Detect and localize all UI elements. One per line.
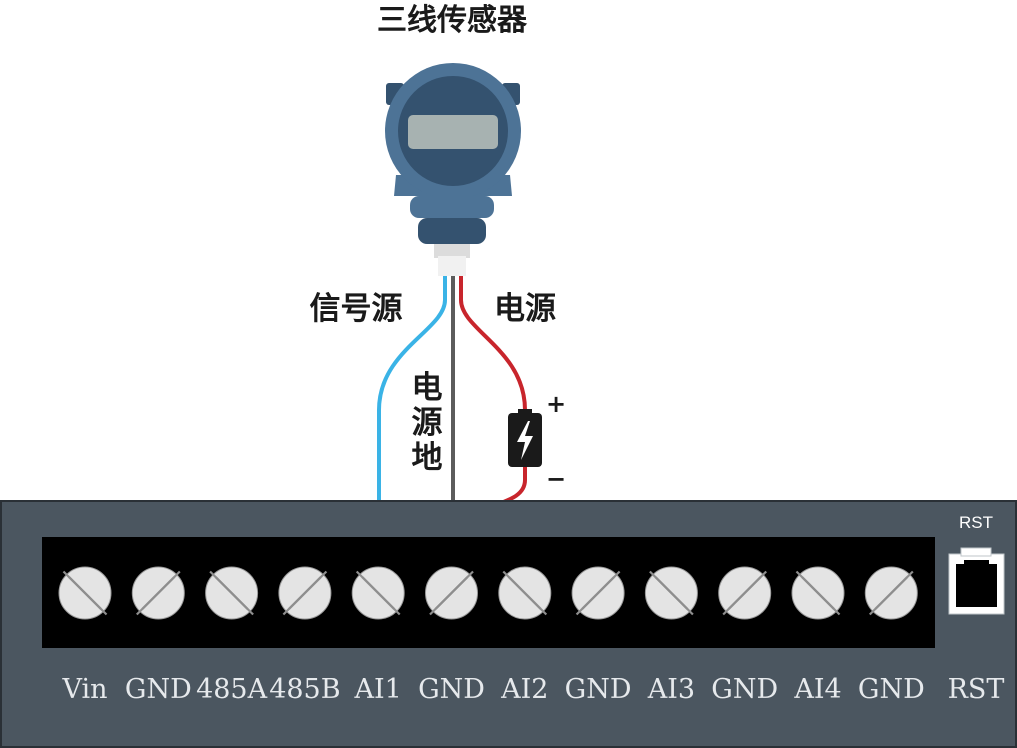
terminal-screw[interactable] xyxy=(864,566,918,620)
rst-button-label: RST xyxy=(959,513,993,532)
terminal-label: RST xyxy=(948,674,1005,705)
diagram-title: 三线传感器 xyxy=(377,3,528,38)
terminal-label: 485A xyxy=(196,674,268,705)
terminal-label: AI2 xyxy=(500,674,548,705)
terminal-screw[interactable] xyxy=(791,566,845,620)
terminal-label: AI3 xyxy=(647,674,695,705)
terminal-screw[interactable] xyxy=(425,566,478,620)
ground-wire-label-2: 源 xyxy=(412,405,443,441)
terminal-screw[interactable] xyxy=(718,566,772,620)
signal-wire-label: 信号源 xyxy=(310,291,403,327)
rst-button[interactable] xyxy=(948,547,1005,615)
ground-wire-label-1: 电 xyxy=(412,370,443,406)
battery-icon xyxy=(508,409,542,467)
terminal-screw[interactable] xyxy=(571,566,625,620)
terminal-screw[interactable] xyxy=(131,566,185,620)
signal-wire xyxy=(377,276,447,537)
battery-plus-label: + xyxy=(546,390,566,418)
terminal-screw[interactable] xyxy=(278,566,332,620)
terminal-label: GND xyxy=(125,674,192,705)
terminal-screws xyxy=(58,566,918,620)
terminal-strip xyxy=(42,537,935,648)
terminal-label: GND xyxy=(565,674,632,705)
terminal-screw[interactable] xyxy=(351,566,405,620)
terminal-screw[interactable] xyxy=(58,566,112,620)
terminal-label: AI4 xyxy=(793,674,841,705)
terminal-screw[interactable] xyxy=(498,566,552,620)
terminal-label: GND xyxy=(858,674,925,705)
sensor-icon xyxy=(385,63,521,276)
terminal-label: GND xyxy=(418,674,485,705)
terminal-screw[interactable] xyxy=(205,566,259,620)
terminal-screw[interactable] xyxy=(644,566,698,620)
terminal-label: Vin xyxy=(61,674,107,705)
terminal-label: GND xyxy=(711,674,778,705)
power-wire-label: 电源 xyxy=(494,291,556,327)
terminal-label: AI1 xyxy=(354,674,402,705)
terminal-label: 485B xyxy=(269,674,340,705)
ground-wire-label-3: 地 xyxy=(412,440,443,476)
battery-minus-label: − xyxy=(546,465,566,493)
sensor-lcd xyxy=(408,115,498,149)
